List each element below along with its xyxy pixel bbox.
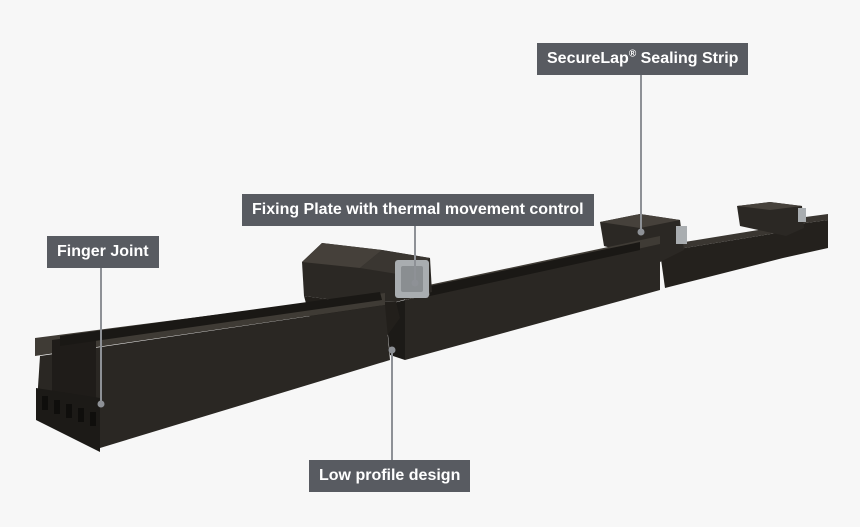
registered-mark: ® bbox=[628, 48, 637, 60]
finger-joint-teeth bbox=[36, 388, 100, 452]
front-trim-segment bbox=[35, 292, 390, 452]
low-profile-label: Low profile design bbox=[309, 460, 471, 492]
fixing-plate-label: Fixing Plate with thermal movement contr… bbox=[242, 194, 594, 226]
sealing-strip-brand: SecureLap bbox=[547, 50, 629, 67]
far-trim-segments bbox=[600, 202, 828, 288]
finger-joint-label: Finger Joint bbox=[47, 236, 159, 268]
leader-lines bbox=[100, 75, 642, 460]
sealing-strip-label: SecureLap® Sealing Strip bbox=[537, 43, 749, 75]
leader-dots bbox=[97, 228, 645, 408]
sealing-strip-text: Sealing Strip bbox=[636, 50, 739, 67]
middle-trim-segment bbox=[385, 236, 660, 360]
